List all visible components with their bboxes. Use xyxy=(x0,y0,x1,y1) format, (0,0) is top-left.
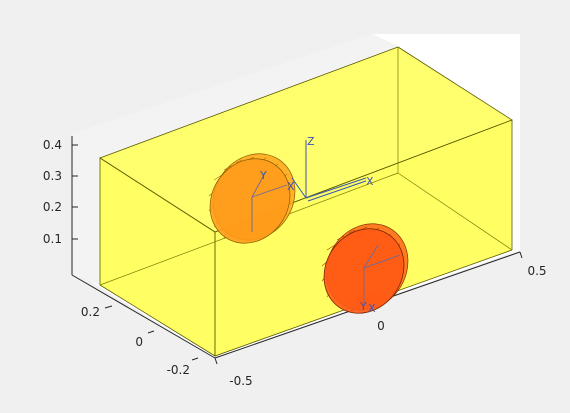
left-cylinder-triad xyxy=(251,172,288,232)
x-tick-label: 0 xyxy=(377,319,385,333)
right-triad-x-label: X xyxy=(368,302,376,315)
x-tick-label: 0.5 xyxy=(527,264,546,278)
left-triad-y-label: Y xyxy=(259,169,267,182)
z-ticks xyxy=(72,144,78,240)
left-triad-x-label: X xyxy=(287,180,295,193)
yellow-box[interactable] xyxy=(99,46,513,357)
box-hidden-edge xyxy=(397,172,513,251)
world-z-label: Z xyxy=(307,135,315,148)
left-cylinder[interactable]: Y X xyxy=(194,138,312,259)
right-cylinder-triad xyxy=(363,244,401,305)
world-y-axis xyxy=(291,177,307,199)
world-x-axis-b xyxy=(307,180,367,202)
y-tick-label: -0.2 xyxy=(167,363,190,377)
world-triad: Z X xyxy=(291,135,374,202)
world-x-label: X xyxy=(366,175,374,188)
right-triad-y-label: Y xyxy=(359,300,367,313)
y-tick-label: 0 xyxy=(135,335,143,349)
y-tick-label: 0.2 xyxy=(81,305,100,319)
y-ticks xyxy=(104,305,199,361)
x-tick-label: -0.5 xyxy=(229,374,252,388)
left-cylinder-front-cap xyxy=(209,158,291,244)
z-tick-label: 0.1 xyxy=(43,232,62,246)
y-axis-line xyxy=(71,274,216,359)
z-tick-label: 0.2 xyxy=(43,200,62,214)
right-cylinder[interactable]: Y X xyxy=(308,208,425,329)
world-x-axis-a xyxy=(305,177,367,199)
axes-back-wall xyxy=(72,34,398,285)
z-tick-label: 0.3 xyxy=(43,169,62,183)
z-tick-label: 0.4 xyxy=(43,138,62,152)
